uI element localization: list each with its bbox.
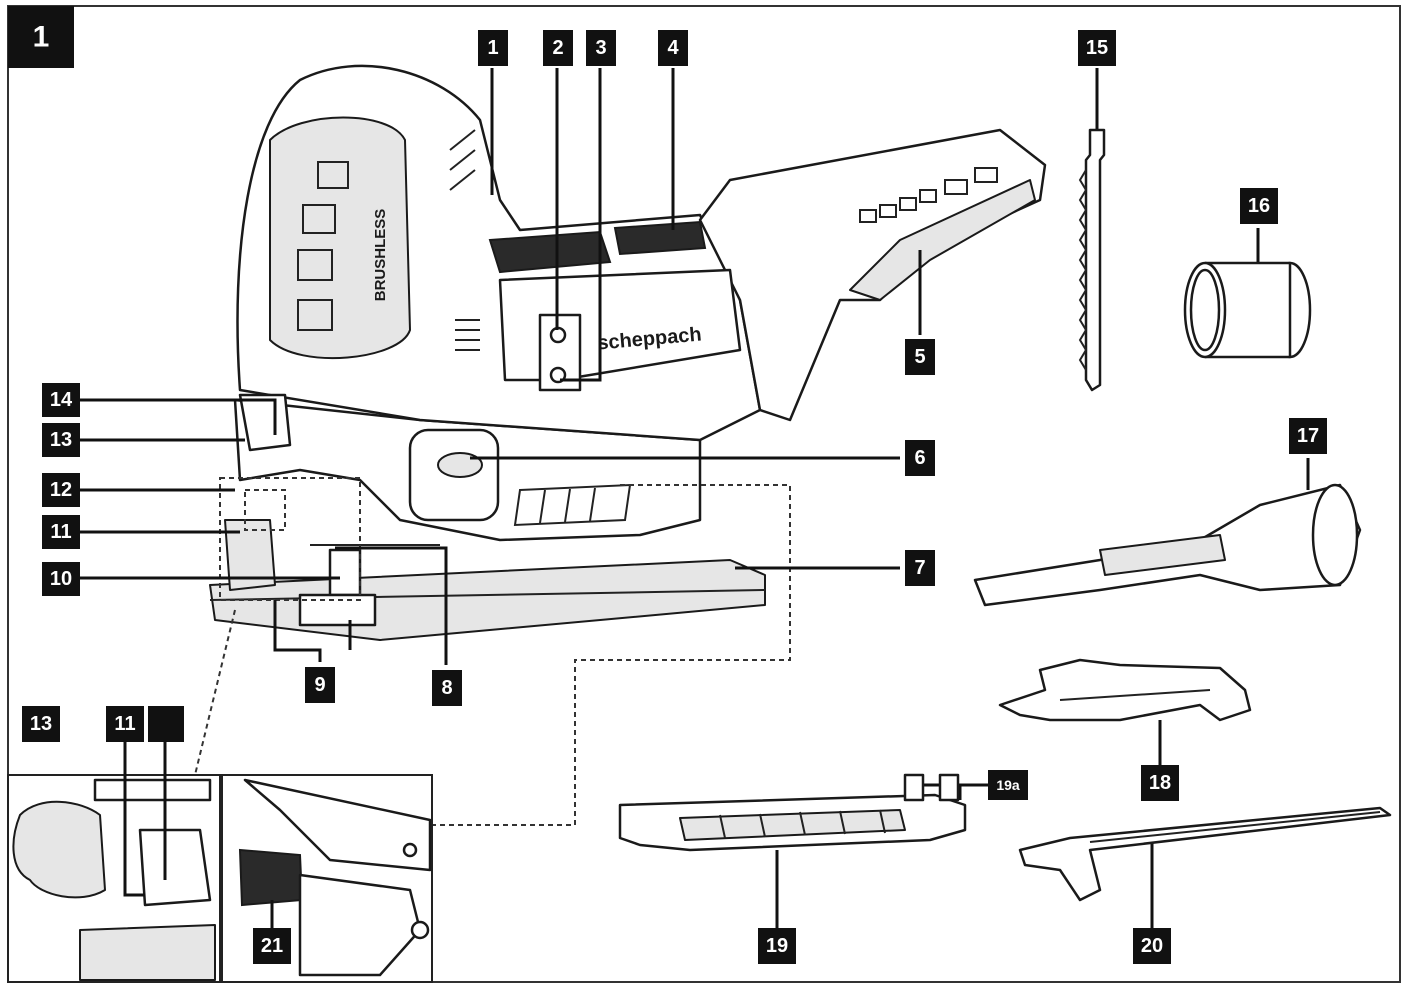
svg-text:14: 14 — [50, 389, 73, 411]
detail-callout-box-12 — [244, 489, 286, 531]
label-4: 4 — [658, 30, 688, 66]
dust-extraction-adapter — [973, 483, 1362, 607]
label-9: 9 — [305, 667, 335, 703]
extraction-adapter-sleeve — [1183, 261, 1312, 359]
label-10: 10 — [42, 562, 80, 596]
svg-text:12: 12 — [50, 479, 72, 501]
svg-text:4: 4 — [667, 37, 679, 59]
detail-inset-left — [7, 742, 221, 983]
leader-lines — [80, 68, 1310, 928]
svg-text:15: 15 — [1086, 37, 1108, 59]
label-14: 14 — [42, 383, 80, 417]
detail-label-11: 11 — [106, 706, 144, 742]
label-19a: 19a — [988, 770, 1028, 800]
svg-text:3: 3 — [595, 37, 606, 59]
label-6: 6 — [905, 440, 935, 476]
svg-text:1: 1 — [487, 37, 498, 59]
svg-text:19: 19 — [766, 935, 788, 957]
svg-text:16: 16 — [1248, 195, 1270, 217]
label-18: 18 — [1141, 765, 1179, 801]
label-17: 17 — [1289, 418, 1327, 454]
detail-label-13: 13 — [22, 706, 60, 742]
detail-inset-right — [221, 774, 433, 983]
brushless-text: BRUSHLESS — [372, 209, 389, 302]
svg-text:19a: 19a — [996, 777, 1020, 793]
svg-text:6: 6 — [914, 447, 925, 469]
svg-text:13: 13 — [30, 713, 52, 735]
label-5: 5 — [905, 339, 935, 375]
label-15: 15 — [1078, 30, 1116, 66]
svg-text:18: 18 — [1149, 772, 1171, 794]
detail-label-blank — [148, 706, 184, 742]
figure-number-badge: 1 — [8, 6, 74, 68]
label-1: 1 — [478, 30, 508, 66]
svg-text:21: 21 — [261, 935, 283, 957]
label-2: 2 — [543, 30, 573, 66]
label-13: 13 — [42, 423, 80, 457]
svg-text:2: 2 — [552, 37, 563, 59]
svg-text:9: 9 — [314, 674, 325, 696]
svg-text:13: 13 — [50, 429, 72, 451]
svg-text:20: 20 — [1141, 935, 1163, 957]
svg-text:7: 7 — [914, 557, 925, 579]
figure-number: 1 — [33, 21, 50, 54]
saw-blade-illustration — [1078, 128, 1106, 392]
svg-text:8: 8 — [441, 677, 452, 699]
label-21: 21 — [253, 928, 291, 964]
svg-text:11: 11 — [114, 713, 135, 735]
label-16: 16 — [1240, 188, 1278, 224]
label-8: 8 — [432, 670, 462, 706]
label-7: 7 — [905, 550, 935, 586]
label-20: 20 — [1133, 928, 1171, 964]
svg-text:11: 11 — [50, 521, 71, 543]
parallel-guide — [1018, 806, 1392, 902]
svg-text:10: 10 — [50, 568, 72, 590]
detail-callout-path-front — [194, 609, 236, 776]
guide-plate — [998, 658, 1252, 722]
svg-text:5: 5 — [914, 346, 925, 368]
label-11: 11 — [42, 515, 80, 549]
diagram-frame — [7, 5, 1401, 983]
label-12: 12 — [42, 473, 80, 507]
label-3: 3 — [586, 30, 616, 66]
detail-callout-box-front — [219, 477, 361, 601]
svg-text:17: 17 — [1297, 425, 1319, 447]
detail-callout-path-rear — [430, 484, 791, 826]
splinter-guard — [618, 773, 967, 852]
label-19: 19 — [758, 928, 796, 964]
